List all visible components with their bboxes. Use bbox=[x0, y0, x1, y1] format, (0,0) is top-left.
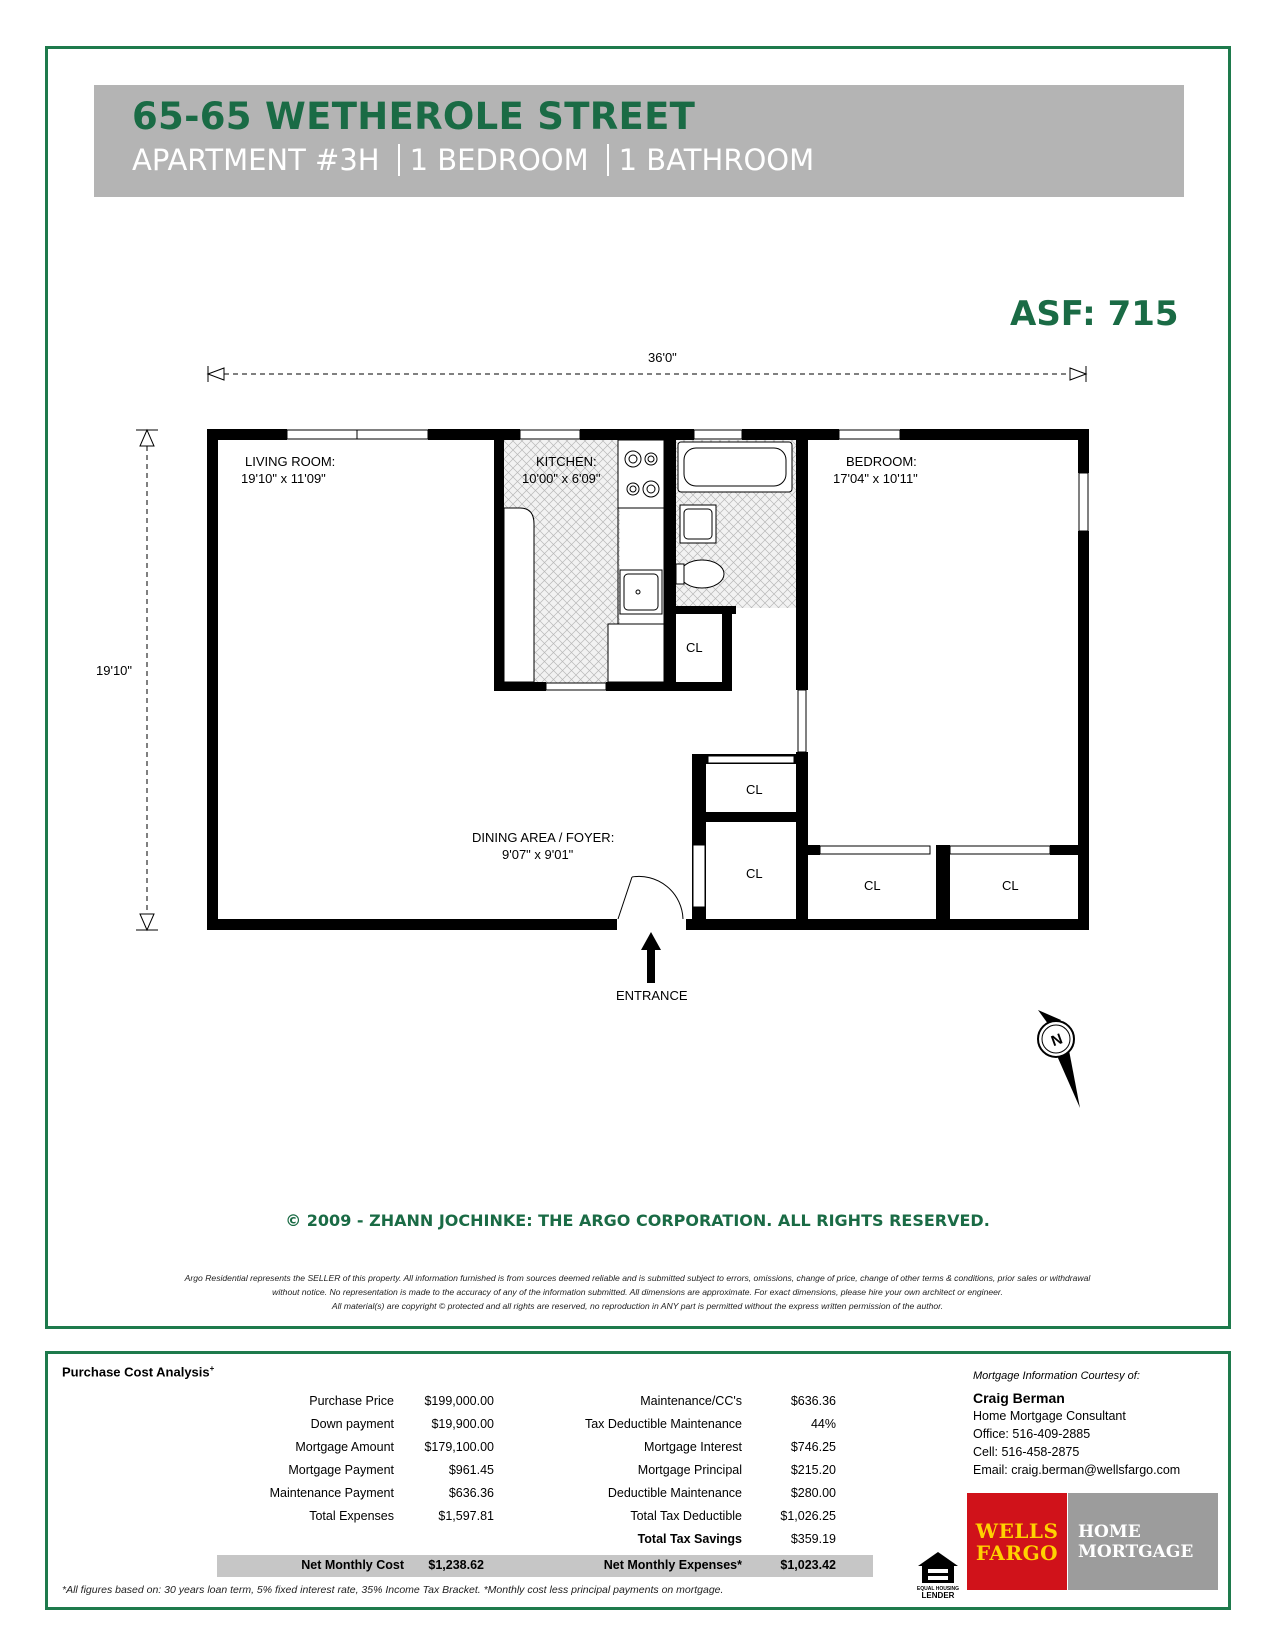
entrance-label: ENTRANCE bbox=[616, 988, 688, 1003]
cost-row-label: Mortgage Principal bbox=[637, 1463, 742, 1477]
compass-icon: N bbox=[1037, 1010, 1080, 1108]
net-monthly-cost-value: $1,238.62 bbox=[428, 1558, 484, 1572]
equal-housing-lender-icon: EQUAL HOUSING LENDER bbox=[917, 1552, 959, 1600]
net-monthly-expenses-value: $1,023.42 bbox=[780, 1558, 836, 1572]
cost-row-value: $961.45 bbox=[448, 1463, 494, 1477]
analysis-title-mark: + bbox=[209, 1364, 215, 1373]
height-dimension bbox=[136, 428, 158, 932]
width-dimension bbox=[206, 366, 1088, 382]
net-monthly-cost-label: Net Monthly Cost bbox=[301, 1558, 404, 1572]
cost-row-label: Total Expenses bbox=[309, 1509, 394, 1523]
kitchen-label: KITCHEN: bbox=[536, 454, 597, 469]
height-dimension-label: 19'10" bbox=[96, 663, 132, 678]
analysis-frame bbox=[45, 1351, 1231, 1610]
cost-row-label: Deductible Maintenance bbox=[607, 1486, 742, 1500]
asf-label: ASF: 715 bbox=[1010, 294, 1179, 334]
walls bbox=[207, 429, 1089, 930]
cost-row-value: $199,000.00 bbox=[424, 1394, 494, 1408]
closet-label: CL bbox=[1002, 878, 1019, 893]
closet-label: CL bbox=[864, 878, 881, 893]
consultant-name: Craig Berman bbox=[973, 1390, 1065, 1406]
cost-row-label: Total Tax Deductible bbox=[630, 1509, 742, 1523]
living-room-dimensions: 19'10" x 11'09" bbox=[241, 471, 326, 486]
cost-row-value: 44% bbox=[810, 1417, 836, 1431]
entrance-arrow-icon bbox=[641, 932, 661, 983]
cost-row-value: $746.25 bbox=[790, 1440, 836, 1454]
closet-label: CL bbox=[686, 640, 703, 655]
email-address[interactable]: Email: craig.berman@wellsfargo.com bbox=[973, 1463, 1181, 1477]
cost-row-label: Tax Deductible Maintenance bbox=[584, 1417, 742, 1431]
living-room-label: LIVING ROOM: bbox=[245, 454, 335, 469]
wf-line2: FARGO bbox=[975, 1540, 1059, 1565]
cost-row-label: Maintenance Payment bbox=[269, 1486, 394, 1500]
bedroom-dimensions: 17'04" x 10'11" bbox=[833, 471, 918, 486]
property-subtitle: APARTMENT #3H 1 BEDROOM 1 BATHROOM bbox=[132, 143, 814, 177]
hm-line2: MORTGAGE bbox=[1078, 1541, 1194, 1562]
cost-row-value: $19,900.00 bbox=[431, 1417, 494, 1431]
width-dimension-label: 36'0" bbox=[648, 350, 677, 365]
analysis-title: Purchase Cost Analysis+ bbox=[62, 1364, 214, 1379]
cell-phone: Cell: 516-458-2875 bbox=[973, 1445, 1080, 1459]
cost-row-value: $636.36 bbox=[790, 1394, 836, 1408]
dining-area-dimensions: 9'07" x 9'01" bbox=[502, 847, 574, 862]
bathroom-count: 1 BATHROOM bbox=[618, 143, 815, 177]
toilet-icon bbox=[679, 559, 725, 589]
tax-savings-value: $359.19 bbox=[790, 1532, 836, 1546]
home-mortgage-mark: HOME MORTGAGE bbox=[1068, 1493, 1218, 1590]
divider bbox=[397, 144, 400, 176]
divider bbox=[606, 144, 609, 176]
cost-row-label: Mortgage Interest bbox=[644, 1440, 742, 1454]
cost-row-label: Purchase Price bbox=[309, 1394, 394, 1408]
office-phone: Office: 516-409-2885 bbox=[973, 1427, 1091, 1441]
apartment-label: APARTMENT #3H bbox=[132, 143, 380, 177]
cost-row-value: $1,026.25 bbox=[780, 1509, 836, 1523]
lender-text: LENDER bbox=[922, 1591, 955, 1600]
footnote: *All figures based on: 30 years loan ter… bbox=[62, 1584, 724, 1596]
cost-row-value: $1,597.81 bbox=[438, 1509, 494, 1523]
copyright-notice: © 2009 - ZHANN JOCHINKE: THE ARGO CORPOR… bbox=[285, 1211, 990, 1230]
wells-fargo-mark: WELLS FARGO bbox=[967, 1493, 1067, 1590]
tax-savings-label: Total Tax Savings bbox=[637, 1532, 742, 1546]
analysis-title-text: Purchase Cost Analysis bbox=[62, 1364, 210, 1380]
disclaimer-line: without notice. No representation is mad… bbox=[272, 1287, 1003, 1297]
cost-row-label: Maintenance/CC's bbox=[640, 1394, 742, 1408]
wf-line1: WELLS bbox=[975, 1518, 1059, 1543]
closet-label: CL bbox=[746, 866, 763, 881]
equal-housing-text: EQUAL HOUSING bbox=[917, 1586, 959, 1592]
cost-row-label: Down payment bbox=[310, 1417, 394, 1431]
main-frame bbox=[45, 46, 1231, 1329]
net-monthly-expenses-label: Net Monthly Expenses* bbox=[603, 1558, 742, 1572]
header-band: 65-65 WETHEROLE STREET APARTMENT #3H 1 BE… bbox=[94, 85, 1184, 197]
cost-row-value: $636.36 bbox=[448, 1486, 494, 1500]
courtesy-line: Mortgage Information Courtesy of: bbox=[973, 1370, 1140, 1382]
floor-plan: 36'0" 19'10" bbox=[96, 350, 1089, 1108]
closet-label: CL bbox=[746, 782, 763, 797]
doors bbox=[545, 682, 1051, 920]
dining-area-label: DINING AREA / FOYER: bbox=[472, 830, 614, 845]
cost-row-label: Mortgage Amount bbox=[295, 1440, 394, 1454]
disclaimer-line: Argo Residential represents the SELLER o… bbox=[184, 1273, 1091, 1283]
windows bbox=[286, 429, 1089, 532]
property-title: 65-65 WETHEROLE STREET bbox=[132, 95, 696, 138]
cost-row-value: $179,100.00 bbox=[424, 1440, 494, 1454]
hm-line1: HOME bbox=[1078, 1521, 1141, 1542]
cost-row-value: $280.00 bbox=[790, 1486, 836, 1500]
mortgage-contact: Mortgage Information Courtesy of: Craig … bbox=[973, 1367, 1180, 1479]
cost-row-value: $215.20 bbox=[790, 1463, 836, 1477]
cost-row-label: Mortgage Payment bbox=[288, 1463, 394, 1477]
wells-fargo-logo: WELLS FARGO HOME MORTGAGE bbox=[967, 1493, 1218, 1590]
refrigerator-icon bbox=[607, 623, 665, 683]
kitchen-fixtures bbox=[503, 439, 665, 683]
kitchen-dimensions: 10'00" x 6'09" bbox=[522, 471, 601, 486]
net-summary-band: Net Monthly Cost $1,238.62 Net Monthly E… bbox=[217, 1555, 873, 1577]
consultant-role: Home Mortgage Consultant bbox=[973, 1409, 1126, 1423]
bath-fixtures bbox=[675, 441, 793, 589]
bedroom-label: BEDROOM: bbox=[846, 454, 917, 469]
disclaimer-line: All material(s) are copyright © protecte… bbox=[331, 1301, 944, 1311]
bedroom-count: 1 BEDROOM bbox=[409, 143, 589, 177]
disclaimer: Argo Residential represents the SELLER o… bbox=[80, 1271, 1195, 1313]
